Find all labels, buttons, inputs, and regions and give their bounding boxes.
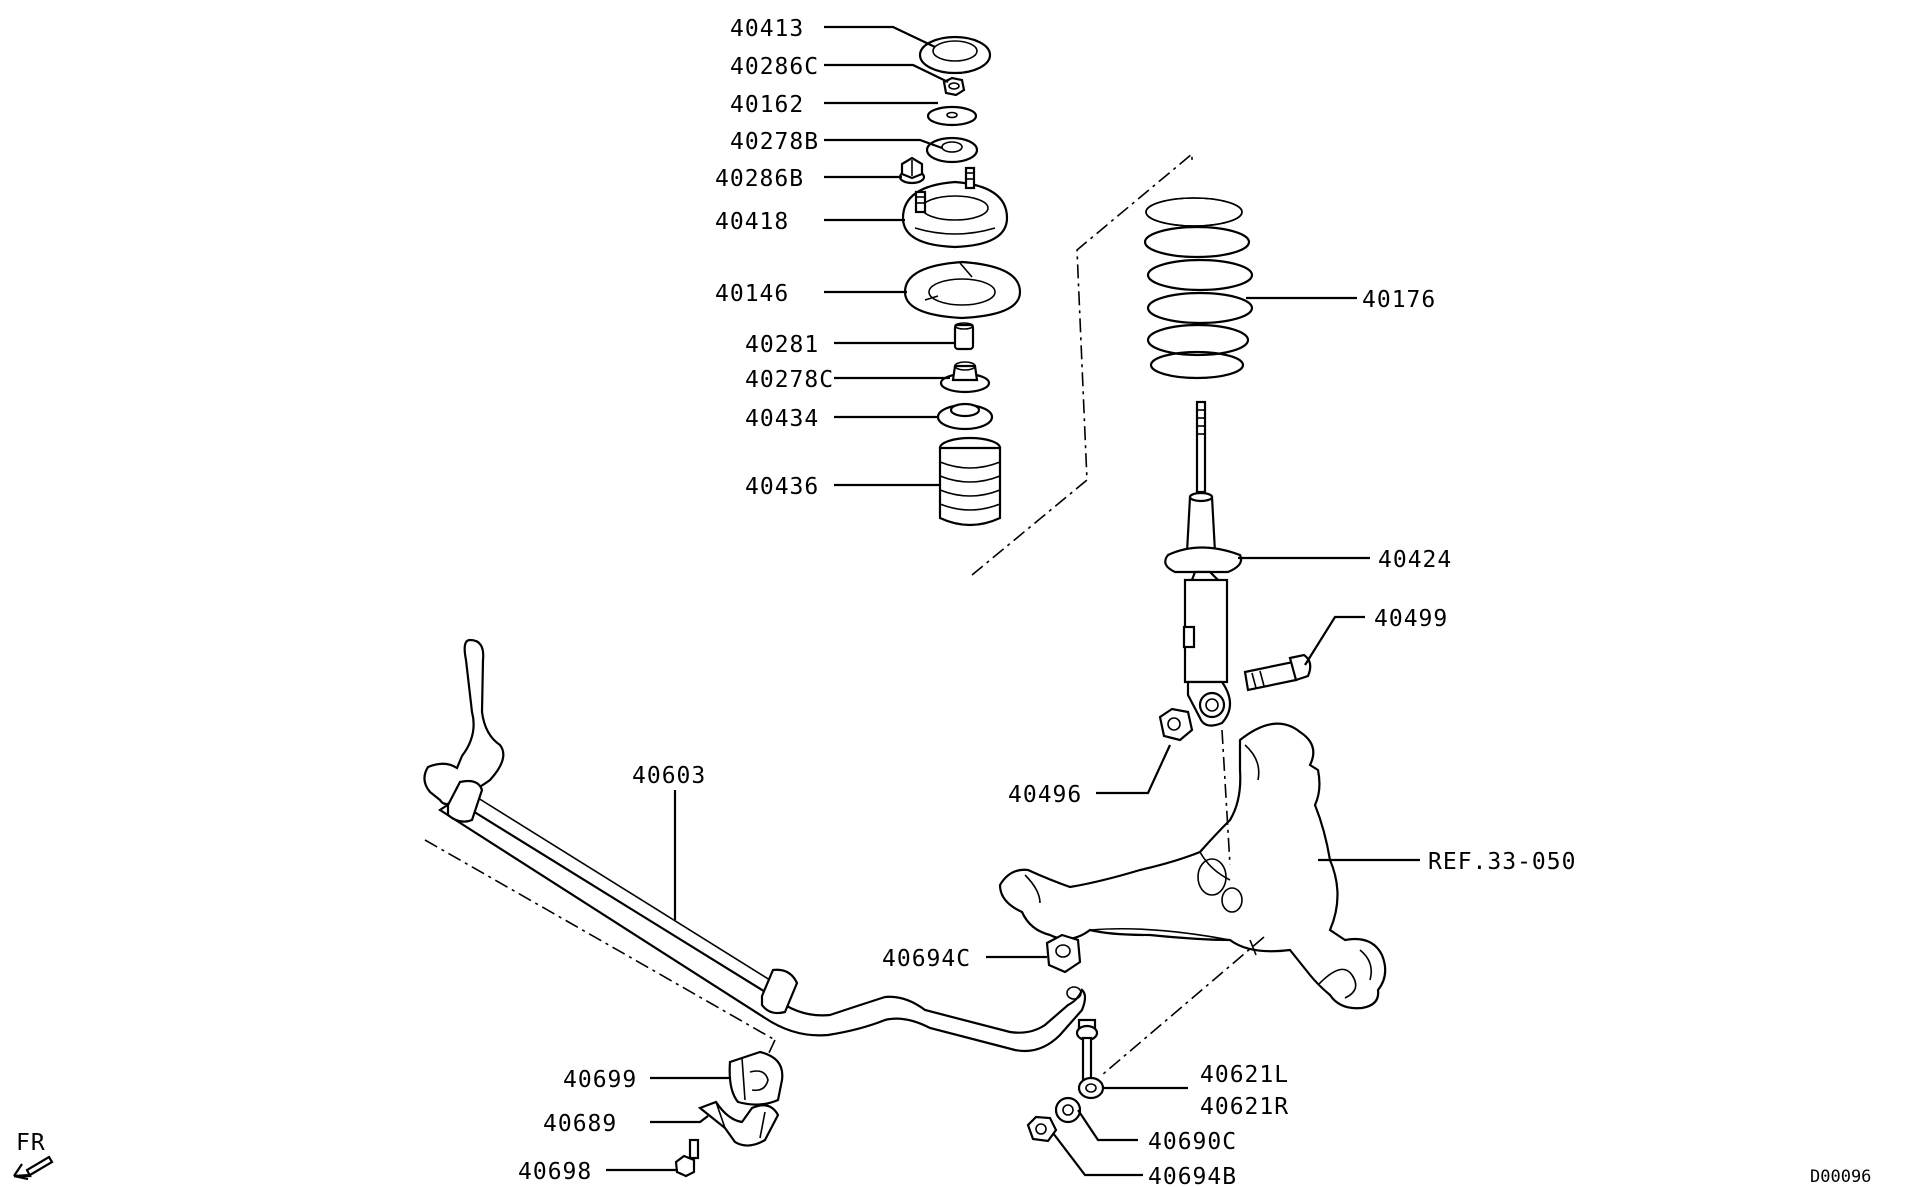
lower-arm-reference <box>998 722 1387 1010</box>
bushing-40278c <box>939 361 991 394</box>
diagram-code: D00096 <box>1810 1167 1871 1187</box>
bushing-40699 <box>728 1050 784 1106</box>
front-direction-indicator: FR <box>13 1130 54 1181</box>
alignment-line-bar <box>424 839 776 1041</box>
bolt-40698 <box>674 1138 700 1178</box>
callout-40418: 40418 <box>715 209 789 235</box>
callout-40162: 40162 <box>730 92 804 118</box>
callout-40698: 40698 <box>518 1159 592 1185</box>
callout-40621r: 40621R <box>1200 1094 1289 1120</box>
callout-40176: 40176 <box>1362 287 1436 313</box>
callout-40278c: 40278C <box>745 367 834 393</box>
coil-spring-40176 <box>1143 197 1254 380</box>
callout-40146: 40146 <box>715 281 789 307</box>
dust-cap <box>918 35 992 75</box>
callout-40434: 40434 <box>745 406 819 432</box>
nut-40694b <box>1026 1115 1058 1143</box>
plate-40434 <box>936 402 994 431</box>
callout-40690c: 40690C <box>1148 1129 1237 1155</box>
callout-40699: 40699 <box>563 1067 637 1093</box>
callout-40286b: 40286B <box>715 166 804 192</box>
alignment-line-link <box>1101 936 1265 1076</box>
callout-40286c: 40286C <box>730 54 819 80</box>
exploded-view-outline <box>971 152 1193 576</box>
callout-40281: 40281 <box>745 332 819 358</box>
callout-40424: 40424 <box>1378 547 1452 573</box>
shock-absorber-40424 <box>1164 400 1243 727</box>
spring-seat-40146 <box>903 260 1022 320</box>
alignment-line-shock <box>1221 729 1231 866</box>
callout-40694b: 40694B <box>1148 1164 1237 1187</box>
strut-mount-40418 <box>901 166 1009 249</box>
callout-40689: 40689 <box>543 1111 617 1137</box>
callout-labels: 40413 40286C 40162 40278B 40286B 40418 4… <box>518 16 1576 1187</box>
callout-ref-33-050: REF.33-050 <box>1428 849 1576 875</box>
leader-lines <box>606 25 1420 1177</box>
callout-40603: 40603 <box>632 763 706 789</box>
bushing-40694c <box>1045 933 1082 974</box>
callout-40436: 40436 <box>745 474 819 500</box>
bushing-40278b <box>925 136 979 164</box>
bracket-40689 <box>697 1100 780 1147</box>
callout-40499: 40499 <box>1374 606 1448 632</box>
washer-40690c <box>1054 1096 1082 1124</box>
callout-40413: 40413 <box>730 16 804 42</box>
washer-40162 <box>926 105 978 127</box>
front-direction-arrow-icon <box>13 1155 54 1181</box>
bolt-40499 <box>1243 653 1312 692</box>
strut-mount-parts <box>898 35 1022 527</box>
dust-boot-40436 <box>938 436 1002 527</box>
callout-40278b: 40278B <box>730 129 819 155</box>
callout-40694c: 40694C <box>882 946 971 972</box>
stabilizer-bar-40603 <box>423 638 1087 1053</box>
nut-40496 <box>1158 707 1194 742</box>
nut-40286c <box>942 76 966 97</box>
flange-nut-40286b <box>898 156 926 185</box>
front-direction-label: FR <box>16 1130 46 1156</box>
stabilizer-link-40621 <box>1075 1018 1105 1100</box>
callout-40496: 40496 <box>1008 782 1082 808</box>
callout-40621l: 40621L <box>1200 1062 1289 1088</box>
collar-40281 <box>953 322 975 351</box>
